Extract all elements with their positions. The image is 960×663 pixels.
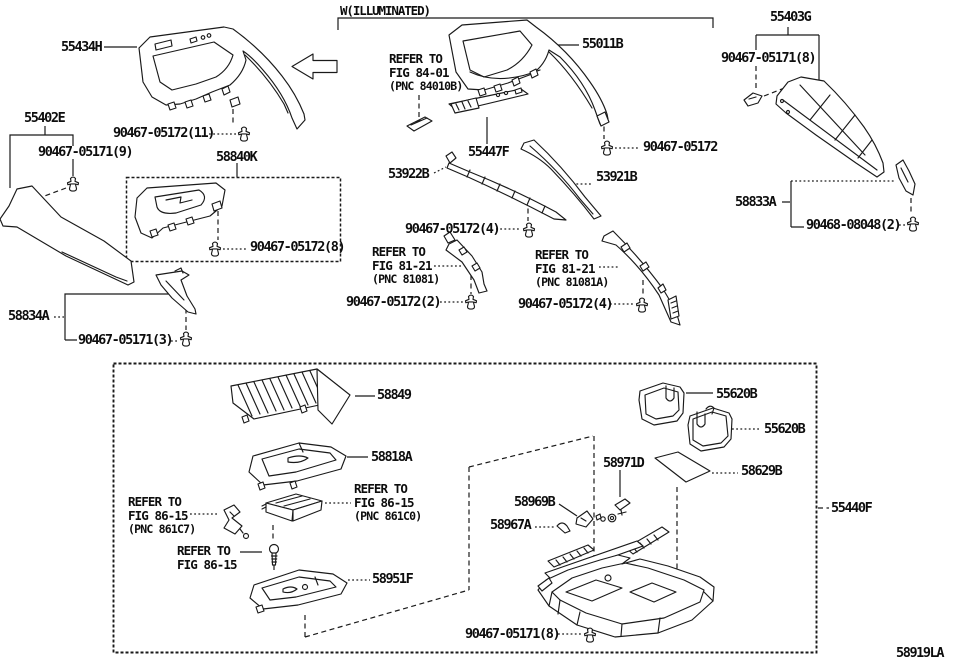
part-label-53922b[interactable]: 53922B — [388, 166, 430, 182]
ref-line: REFER TO — [389, 51, 443, 66]
part-label-58969b[interactable]: 58969B — [514, 494, 556, 510]
part-label-58951f[interactable]: 58951F — [372, 571, 414, 587]
part-label-55440f[interactable]: 55440F — [831, 500, 873, 516]
part-55402e-drawing — [0, 186, 134, 285]
screw-glyph — [270, 545, 279, 566]
part-58833a-drawing — [896, 160, 915, 195]
ref-fig-81-21-left[interactable]: REFER TO FIG 81-21 (PNC 81081) — [372, 244, 440, 287]
part-label-55447f[interactable]: 55447F — [468, 144, 510, 160]
small-fastener-bits — [596, 514, 616, 522]
part-58834a-drawing — [156, 268, 196, 314]
part-label-58967a[interactable]: 58967A — [490, 517, 532, 533]
ref-fig-84-01[interactable]: REFER TO FIG 84-01 (PNC 84010B) — [389, 51, 463, 94]
part-fig81-left-rail-drawing — [444, 232, 487, 293]
part-55440f-console-drawing — [538, 527, 714, 637]
ref-line: REFER TO — [372, 244, 426, 259]
part-58969b-drawing — [576, 511, 593, 527]
fastener-label-90468-08048-2[interactable]: 90468-08048(2) — [806, 217, 902, 233]
part-55620b-rear-drawing — [688, 406, 732, 451]
fastener-label-90467-05172-11[interactable]: 90467-05172(11) — [113, 125, 215, 141]
part-label-55620b-front[interactable]: 55620B — [716, 386, 758, 402]
part-55403g-drawing — [744, 77, 884, 177]
part-55447f-drawing — [449, 88, 528, 113]
fastener-label-90467-05171-3[interactable]: 90467-05171(3) — [78, 332, 174, 348]
figure-code: 58919LA — [896, 645, 945, 661]
ref-line: FIG 84-01 — [389, 65, 450, 81]
ref-line: FIG 86-15 — [177, 557, 238, 573]
ref-fig-86-15-left[interactable]: REFER TO FIG 86-15 (PNC 861C7) — [128, 494, 196, 537]
part-fig86-861c0-drawing — [262, 494, 322, 521]
fastener-label-90467-05172-2[interactable]: 90467-05172(2) — [346, 294, 442, 310]
part-label-58834a[interactable]: 58834A — [8, 308, 50, 324]
fastener-label-90467-05172[interactable]: 90467-05172 — [643, 139, 718, 155]
part-53921b-drawing — [521, 140, 601, 219]
part-label-58849[interactable]: 58849 — [377, 387, 412, 403]
part-55011b-drawing — [449, 20, 609, 126]
part-label-58629b[interactable]: 58629B — [741, 463, 783, 479]
part-fig81-right-rail-drawing — [602, 231, 680, 325]
ref-fig-86-15-center[interactable]: REFER TO FIG 86-15 (PNC 861C0) — [354, 481, 422, 524]
part-label-58971d[interactable]: 58971D — [603, 455, 645, 471]
ref-line: FIG 86-15 — [354, 495, 415, 511]
part-58629b-drawing — [655, 452, 710, 482]
part-58849-drawing — [231, 369, 350, 424]
part-label-58840k[interactable]: 58840K — [216, 149, 258, 165]
part-fig84-bracket-drawing — [407, 117, 432, 131]
ref-line: FIG 81-21 — [372, 258, 433, 274]
ref-pnc-line: (PNC 861C0) — [354, 509, 422, 524]
ref-pnc-line: (PNC 81081A) — [535, 275, 609, 290]
fastener-label-90467-05172-4-left[interactable]: 90467-05172(4) — [405, 221, 501, 237]
part-label-58833a[interactable]: 58833A — [735, 194, 777, 210]
ref-line: REFER TO — [354, 481, 408, 496]
part-58818a-drawing — [249, 443, 346, 490]
part-label-55434h[interactable]: 55434H — [61, 39, 103, 55]
fastener-label-90467-05171-9[interactable]: 90467-05171(9) — [38, 144, 134, 160]
ref-line: FIG 81-21 — [535, 261, 596, 277]
subassembly-box-55440f — [114, 364, 817, 653]
ref-line: REFER TO — [535, 247, 589, 262]
direction-arrow — [292, 54, 337, 79]
part-label-55403g[interactable]: 55403G — [770, 9, 812, 25]
illuminated-note: W(ILLUMINATED) — [340, 3, 431, 18]
part-58951f-drawing — [250, 570, 347, 613]
part-label-55011b[interactable]: 55011B — [582, 36, 624, 52]
part-58840k-drawing — [135, 183, 225, 238]
part-label-53921b[interactable]: 53921B — [596, 169, 638, 185]
part-55620b-front-drawing — [639, 383, 684, 425]
part-55434h-drawing — [139, 27, 305, 129]
fastener-label-90467-05171-8-bottom[interactable]: 90467-05171(8) — [465, 626, 561, 642]
part-label-58818a[interactable]: 58818A — [371, 449, 413, 465]
part-fig86-861c7-drawing — [224, 505, 249, 539]
part-53922b-drawing — [446, 152, 566, 220]
fastener-label-90467-05172-4-right[interactable]: 90467-05172(4) — [518, 296, 614, 312]
ref-line: REFER TO — [128, 494, 182, 509]
part-label-55402e[interactable]: 55402E — [24, 110, 66, 126]
part-label-55620b-rear[interactable]: 55620B — [764, 421, 806, 437]
ref-line: FIG 86-15 — [128, 508, 189, 524]
ref-pnc-line: (PNC 81081) — [372, 272, 440, 287]
fastener-label-90467-05171-8-top[interactable]: 90467-05171(8) — [721, 50, 817, 66]
ref-fig-81-21-right[interactable]: REFER TO FIG 81-21 (PNC 81081A) — [535, 247, 609, 290]
ref-fig-86-15-bottom[interactable]: REFER TO FIG 86-15 — [177, 543, 238, 573]
ref-pnc-line: (PNC 84010B) — [389, 79, 463, 94]
part-58967a-drawing — [557, 523, 570, 533]
part-58971d-drawing — [615, 499, 630, 515]
ref-pnc-line: (PNC 861C7) — [128, 522, 196, 537]
subassembly-box-58840k — [127, 178, 341, 262]
ref-line: REFER TO — [177, 543, 231, 558]
fastener-label-90467-05172-8[interactable]: 90467-05172(8) — [250, 239, 346, 255]
